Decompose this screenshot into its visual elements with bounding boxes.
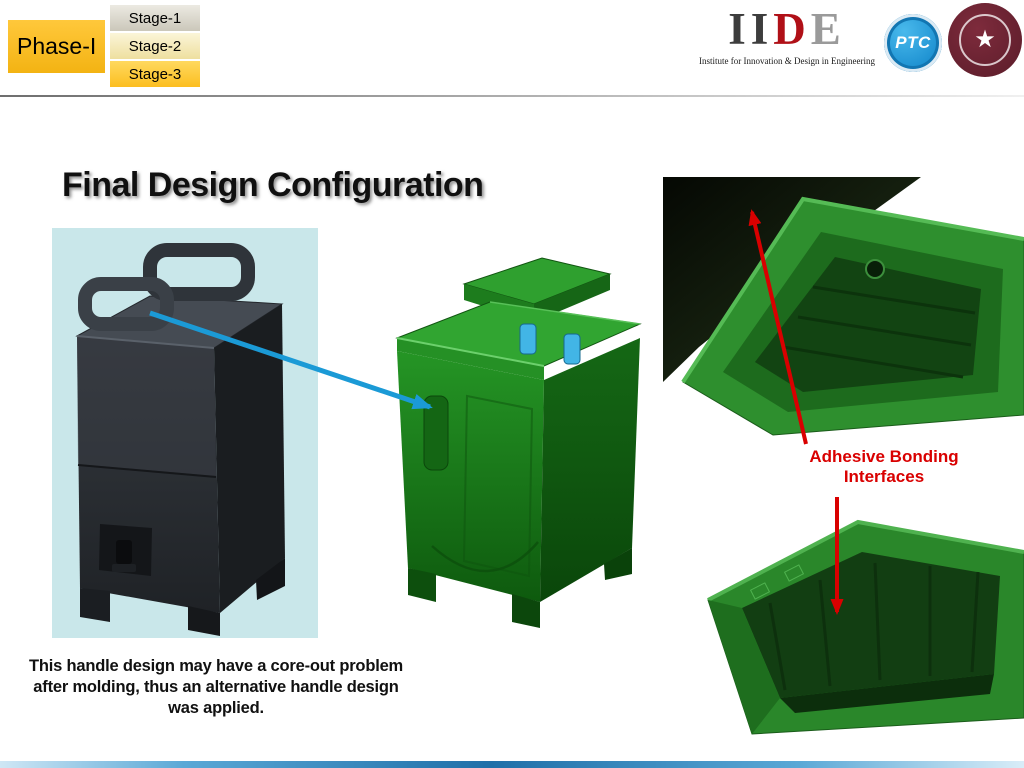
iide-letter: I	[728, 4, 751, 54]
original-front-handle	[78, 277, 174, 331]
original-container-render	[75, 243, 285, 636]
stage-1-tab: Stage-1	[110, 5, 200, 31]
star-icon: ★	[974, 26, 996, 53]
header-divider	[0, 95, 1024, 97]
iide-subtitle: Institute for Innovation & Design in Eng…	[699, 56, 875, 66]
redesigned-container-render	[395, 257, 642, 628]
iide-letter: D	[773, 4, 811, 54]
iide-logo: IIDE Institute for Innovation & Design i…	[695, 7, 879, 67]
ptc-label: PTC	[895, 33, 931, 52]
page-title: Final Design Configuration	[62, 166, 484, 204]
handle-design-caption: This handle design may have a core-out p…	[28, 657, 404, 718]
adhesive-bottom-render	[707, 519, 1024, 735]
stage-3-tab: Stage-3	[110, 61, 200, 87]
original-rear-handle	[143, 243, 255, 301]
adhesive-label-line1: Adhesive Bonding	[809, 447, 959, 466]
seal-ring: ★	[959, 14, 1011, 66]
vent-hole	[865, 259, 885, 279]
original-design-panel	[52, 228, 318, 638]
render-shadow-background	[663, 177, 921, 382]
iide-wordmark: IIDE	[695, 7, 879, 52]
stage-2-tab: Stage-2	[110, 33, 200, 59]
lid-latches	[519, 323, 581, 365]
stage-tabs: Stage-1 Stage-2 Stage-3	[110, 5, 200, 89]
university-seal-logo: ★	[948, 3, 1022, 77]
slide-footer-bar	[0, 761, 1024, 768]
adhesive-top-render	[663, 177, 1024, 436]
adhesive-bonding-label: Adhesive Bonding Interfaces	[778, 447, 990, 487]
ptc-logo: PTC	[884, 14, 942, 72]
iide-letter: E	[810, 4, 846, 54]
recessed-handle	[423, 395, 449, 471]
iide-letter: I	[750, 4, 774, 54]
phase-label: Phase-I	[8, 20, 105, 73]
adhesive-label-line2: Interfaces	[843, 467, 925, 487]
